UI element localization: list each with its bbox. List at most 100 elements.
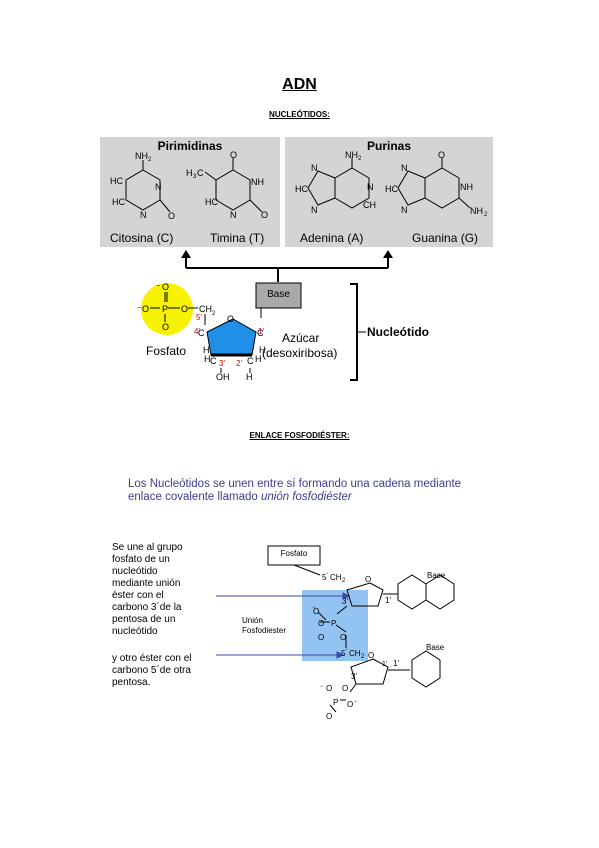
section-heading-phosphodiester: ENLACE FOSFODIÉSTER:: [249, 431, 350, 440]
svg-text:HC: HC: [385, 184, 398, 194]
desc2-line: pentosa.: [112, 677, 151, 688]
svg-text:O: O: [162, 282, 169, 292]
svg-text:2: 2: [484, 212, 488, 218]
sugar-label-2: (desoxiribosa): [262, 346, 338, 360]
description-1: Se une al grupo fosfato de un nucleótido…: [112, 542, 216, 638]
desc2-line: carbono 5´de otra: [112, 665, 191, 676]
svg-text:HC: HC: [112, 197, 125, 207]
intro-italic: unión fosfodiéster: [260, 491, 352, 503]
svg-text:P: P: [162, 304, 168, 314]
union-highlight: [302, 590, 368, 661]
svg-text:CH: CH: [363, 200, 376, 210]
svg-text:NH: NH: [345, 150, 358, 160]
svg-text:1': 1': [382, 661, 387, 668]
desc1-line: nucleótido: [112, 566, 158, 577]
svg-text:N: N: [311, 205, 318, 215]
document-title: ADN: [282, 76, 317, 93]
svg-text:N: N: [401, 163, 408, 173]
svg-text:3': 3': [219, 359, 225, 368]
svg-text:O: O: [438, 150, 445, 160]
purines-panel: Purinas: [285, 137, 493, 247]
desc1-line: Se une al grupo: [112, 542, 183, 553]
svg-text:H: H: [255, 354, 262, 364]
adenine-ring5: [307, 170, 336, 206]
svg-text:N: N: [311, 163, 318, 173]
arrow-head-right: [383, 250, 393, 258]
svg-text:P: P: [333, 698, 338, 707]
svg-text:1': 1': [393, 659, 399, 668]
svg-text:H: H: [204, 354, 211, 364]
svg-text:−: −: [320, 684, 324, 690]
svg-text:O: O: [326, 684, 332, 693]
top-base-ring-a: [397, 574, 427, 610]
svg-text:2: 2: [361, 654, 365, 660]
desc1-line: nucleótido: [112, 626, 158, 637]
svg-text:1': 1': [258, 327, 264, 336]
svg-text:O: O: [365, 575, 371, 584]
intro-line1: Los Nucleótidos se unen entre sí formand…: [128, 478, 462, 490]
cytosine-label: Citosina (C): [110, 231, 174, 245]
arrows-to-bases: [181, 250, 393, 282]
svg-text:5: 5: [322, 573, 327, 582]
base-box-label: Base: [267, 289, 290, 300]
svg-text:N: N: [155, 182, 162, 192]
svg-text:−: −: [137, 305, 141, 312]
svg-text:5': 5': [196, 313, 202, 322]
intro-line2: enlace covalente llamado: [128, 491, 261, 503]
svg-text:HC: HC: [205, 197, 218, 207]
svg-text:HC: HC: [295, 184, 308, 194]
intro-text: Los Nucleótidos se unen entre sí formand…: [128, 478, 488, 504]
desc1-line: carbono 3´de la: [112, 602, 182, 613]
nucleotide-label: Nucleótido: [367, 325, 429, 339]
cytosine-ring: [125, 169, 161, 211]
svg-text:2: 2: [342, 578, 346, 584]
section-heading-nucleotides: NUCLEÓTIDOS:: [269, 110, 330, 119]
svg-text:O: O: [313, 607, 319, 616]
description-2: y otro éster con el carbono 5´de otra pe…: [112, 653, 222, 689]
desc1-line: fosfato de un: [112, 554, 170, 565]
phosphate-label: Fosfato: [146, 344, 187, 358]
svg-text:O: O: [318, 633, 324, 642]
svg-text:O: O: [230, 150, 237, 160]
svg-text:3: 3: [193, 174, 197, 180]
union-label-1: Unión: [242, 616, 263, 625]
svg-text:O: O: [318, 619, 324, 628]
svg-text:N: N: [401, 205, 408, 215]
purines-title: Purinas: [366, 139, 411, 153]
svg-text:': ': [327, 573, 328, 579]
svg-text:NH: NH: [470, 206, 483, 216]
svg-text:': ': [346, 649, 347, 655]
svg-text:O: O: [342, 684, 348, 693]
adenine-label: Adenina (A): [300, 231, 364, 245]
svg-text:O: O: [326, 712, 332, 721]
fosfato-box-label: Fosfato: [280, 549, 308, 558]
svg-text:NH: NH: [251, 177, 264, 187]
svg-text:N: N: [367, 182, 374, 192]
svg-text:O: O: [162, 322, 169, 332]
svg-text:C: C: [257, 328, 264, 338]
svg-text:NH: NH: [135, 151, 148, 161]
svg-text:C: C: [198, 328, 205, 338]
arrow-head-left: [181, 250, 191, 258]
svg-text:N: N: [140, 210, 147, 220]
svg-text:H: H: [246, 372, 253, 382]
svg-text:HC: HC: [110, 176, 123, 186]
svg-text:H: H: [259, 345, 266, 355]
guanine-label: Guanina (G): [412, 231, 479, 245]
svg-text:H: H: [186, 168, 193, 178]
svg-text:NH: NH: [460, 182, 473, 192]
desc1-line: pentosa de un: [112, 614, 176, 625]
svg-text:CH: CH: [349, 649, 361, 658]
svg-text:C: C: [210, 356, 217, 366]
sugar-label-1: Azúcar: [282, 331, 320, 345]
svg-text:O: O: [142, 304, 149, 314]
svg-text:−: −: [312, 605, 316, 611]
svg-text:O: O: [347, 700, 353, 709]
union-label-2: Fosfodiester: [242, 626, 287, 635]
svg-text:3': 3': [351, 672, 357, 681]
svg-text:−: −: [156, 283, 160, 290]
svg-text:−: −: [354, 699, 358, 705]
base-box-shape: [255, 282, 302, 309]
